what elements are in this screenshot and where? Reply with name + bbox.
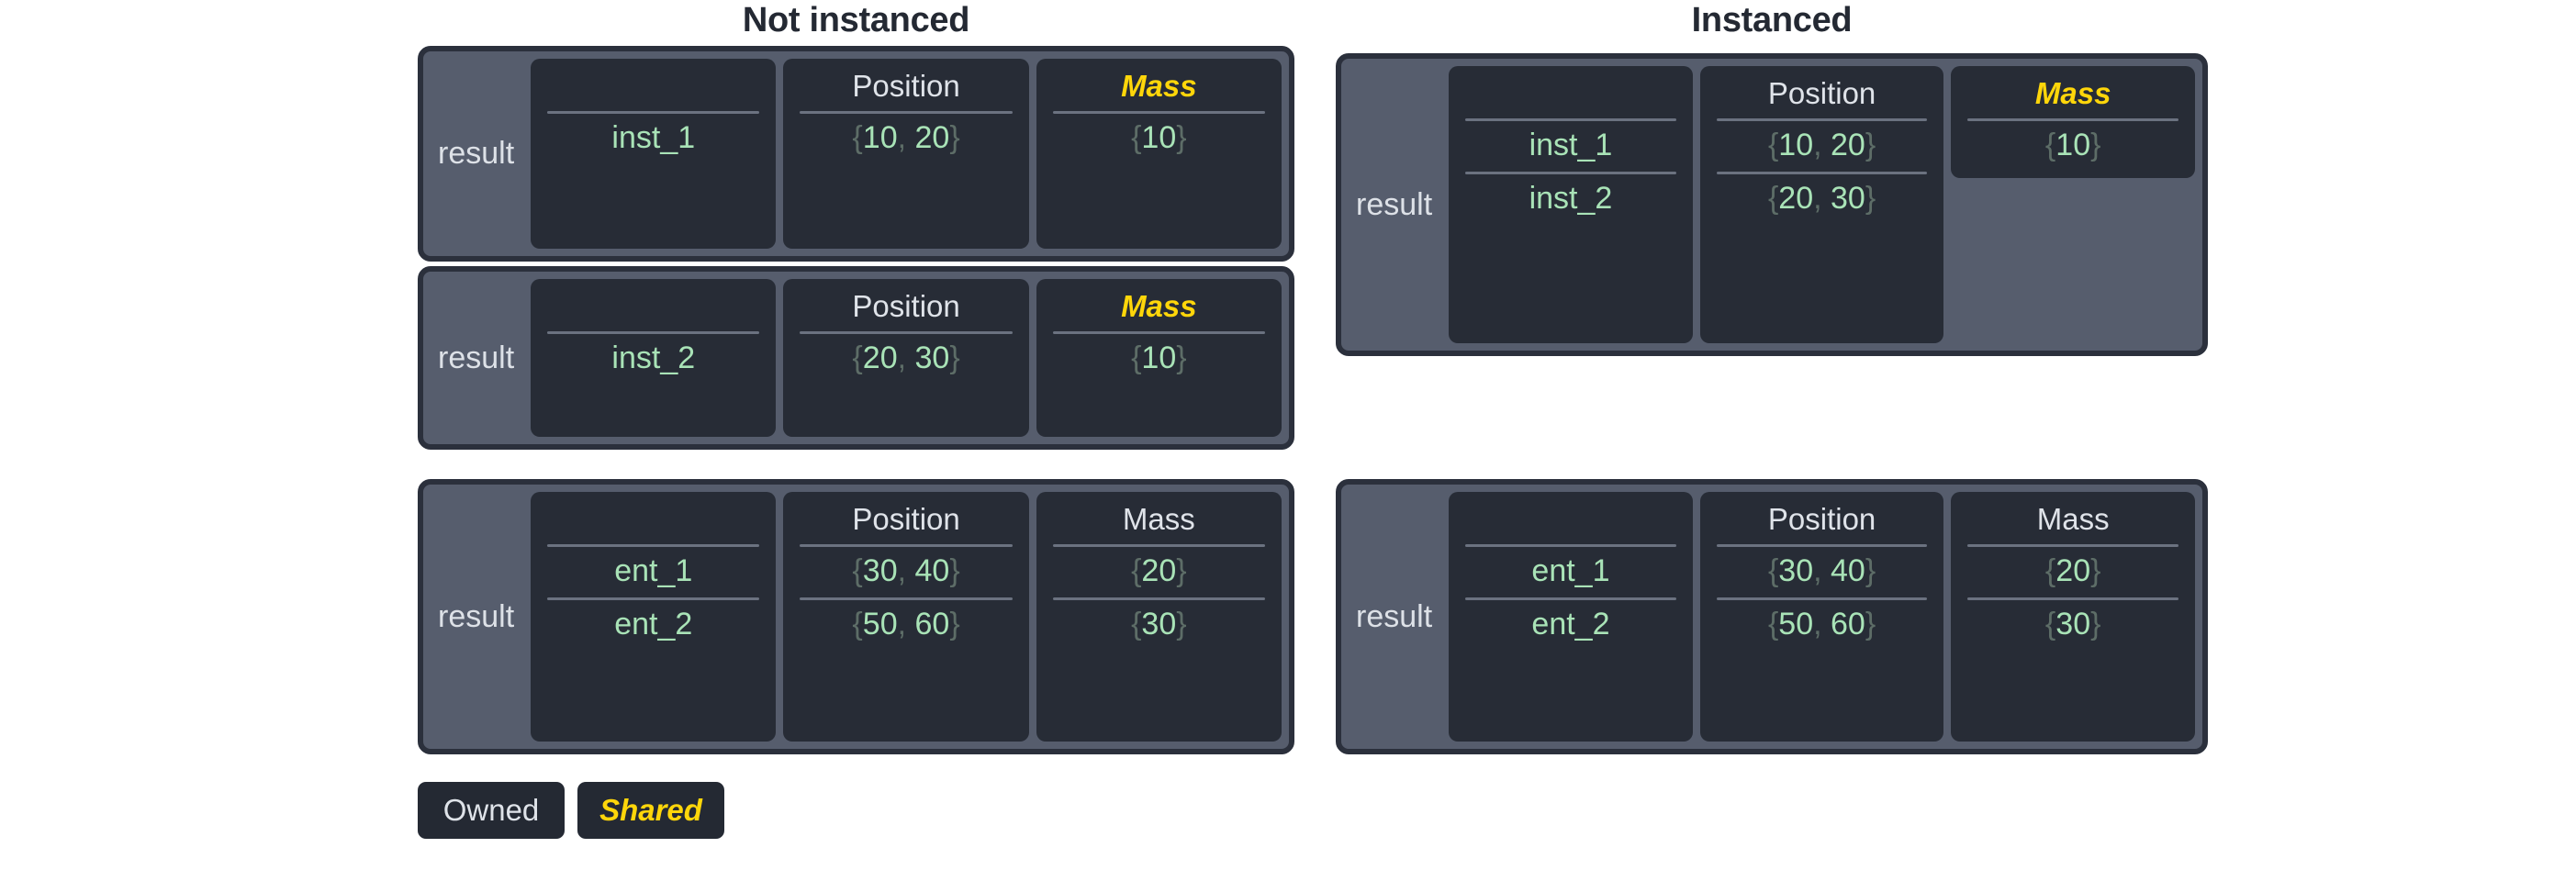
table-cell: {10} <box>2044 128 2101 162</box>
component-columns: inst_2 Position {20, 30} Mass {10} <box>531 272 1289 444</box>
legend-chip-shared: Shared <box>577 782 724 839</box>
component-column-mass-shared: Mass {10} <box>1951 66 2196 178</box>
table-cell: inst_2 <box>1529 181 1613 216</box>
column-divider <box>547 111 760 114</box>
entity-name-column: inst_1 <box>531 59 777 249</box>
column-header: Mass <box>1121 289 1197 323</box>
table-cell: {30} <box>2044 607 2101 641</box>
column-divider <box>1967 597 2179 600</box>
component-column-mass: Mass {20} {30} <box>1036 492 1282 742</box>
column-header: Position <box>852 502 960 536</box>
column-divider <box>1052 331 1265 334</box>
entity-name-column: inst_1 inst_2 <box>1449 66 1693 343</box>
column-header: Mass <box>2036 502 2110 536</box>
table-cell: inst_1 <box>1529 128 1613 162</box>
column-header: Mass <box>1122 502 1195 536</box>
table-row: result inst_1 Position {10, 20} Mass {10… <box>418 46 1294 262</box>
legend: Owned Shared <box>418 782 724 839</box>
table-row: result inst_2 Position {20, 30} Mass {10… <box>418 266 1294 450</box>
component-columns: inst_1 Position {10, 20} Mass {10} <box>531 51 1289 256</box>
column-divider <box>1052 544 1265 547</box>
legend-chip-owned: Owned <box>418 782 565 839</box>
table-row: result ent_1 ent_2 Position {30, 40} {50… <box>418 479 1294 754</box>
table-cell: {30, 40} <box>852 553 960 588</box>
column-divider <box>547 597 760 600</box>
table-cell: {10, 20} <box>1767 128 1876 162</box>
panel-title-instanced: Instanced <box>1691 1 1853 39</box>
column-divider <box>1716 118 1928 121</box>
column-header <box>1449 72 1693 116</box>
column-divider <box>1716 172 1928 174</box>
table-row: result ent_1 ent_2 Position {30, 40} {50… <box>1336 479 2208 754</box>
panel-instanced: Instanced result inst_1 inst_2 Position … <box>1336 0 2208 754</box>
column-header <box>531 64 776 108</box>
column-divider <box>800 331 1013 334</box>
table-cell: {50, 60} <box>852 607 960 641</box>
component-columns: ent_1 ent_2 Position {30, 40} {50, 60} M… <box>531 485 1289 749</box>
table-cell: {10} <box>1131 120 1187 155</box>
column-divider <box>547 544 760 547</box>
column-divider <box>800 111 1013 114</box>
table-cell: ent_2 <box>614 607 693 641</box>
panel-not-instanced: Not instanced result inst_1 Position {10… <box>418 0 1294 754</box>
column-header: Mass <box>1121 69 1197 103</box>
column-divider <box>1052 111 1265 114</box>
column-header: Position <box>852 289 960 323</box>
table-cell: {20} <box>1131 553 1187 588</box>
component-columns: ent_1 ent_2 Position {30, 40} {50, 60} M… <box>1449 485 2202 749</box>
column-header: Position <box>1767 76 1876 110</box>
table-row: result inst_1 inst_2 Position {10, 20} {… <box>1336 53 2208 356</box>
column-header <box>531 284 776 329</box>
component-columns: inst_1 inst_2 Position {10, 20} {20, 30}… <box>1449 59 2202 351</box>
panel-title-not-instanced: Not instanced <box>742 1 970 39</box>
entity-name-column: inst_2 <box>531 279 777 437</box>
table-label: result <box>1356 186 1433 222</box>
column-divider <box>1716 597 1928 600</box>
column-divider <box>547 331 760 334</box>
column-divider <box>800 544 1013 547</box>
table-cell: {20, 30} <box>852 340 960 375</box>
component-column-position: Position {10, 20} <box>783 59 1029 249</box>
table-cell: inst_1 <box>611 120 696 155</box>
column-header <box>1449 497 1693 541</box>
column-divider <box>1967 118 2179 121</box>
component-column-mass: Mass {10} <box>1036 59 1282 249</box>
column-divider <box>1465 597 1676 600</box>
column-divider <box>1716 544 1928 547</box>
column-divider <box>1465 118 1676 121</box>
column-divider <box>1465 544 1676 547</box>
column-header: Mass <box>2034 76 2111 110</box>
component-column-position: Position {10, 20} {20, 30} <box>1699 66 1944 343</box>
table-cell: {20, 30} <box>1767 181 1876 216</box>
component-column-mass: Mass {20} {30} <box>1951 492 2196 742</box>
entity-name-column: ent_1 ent_2 <box>1449 492 1693 742</box>
table-cell: {20} <box>2044 553 2101 588</box>
column-header: Position <box>1767 502 1876 536</box>
table-label: result <box>438 340 515 375</box>
column-divider <box>1052 597 1265 600</box>
component-column-position: Position {30, 40} {50, 60} <box>783 492 1029 742</box>
table-label: result <box>438 136 515 171</box>
table-cell: inst_2 <box>611 340 696 375</box>
table-cell: {10, 20} <box>852 120 960 155</box>
column-divider <box>1967 544 2179 547</box>
table-cell: ent_1 <box>1531 553 1610 588</box>
table-label: result <box>1356 598 1433 634</box>
component-column-position: Position {30, 40} {50, 60} <box>1699 492 1944 742</box>
entity-name-column: ent_1 ent_2 <box>531 492 777 742</box>
table-cell: {30, 40} <box>1767 553 1876 588</box>
table-cell: {10} <box>1131 340 1187 375</box>
table-label: result <box>438 598 515 634</box>
column-divider <box>800 597 1013 600</box>
column-header <box>531 497 776 541</box>
table-cell: ent_1 <box>614 553 693 588</box>
table-cell: {30} <box>1131 607 1187 641</box>
component-column-position: Position {20, 30} <box>783 279 1029 437</box>
table-cell: ent_2 <box>1531 607 1610 641</box>
column-header: Position <box>852 69 960 103</box>
table-cell: {50, 60} <box>1767 607 1876 641</box>
column-divider <box>1465 172 1676 174</box>
component-column-mass: Mass {10} <box>1036 279 1282 437</box>
